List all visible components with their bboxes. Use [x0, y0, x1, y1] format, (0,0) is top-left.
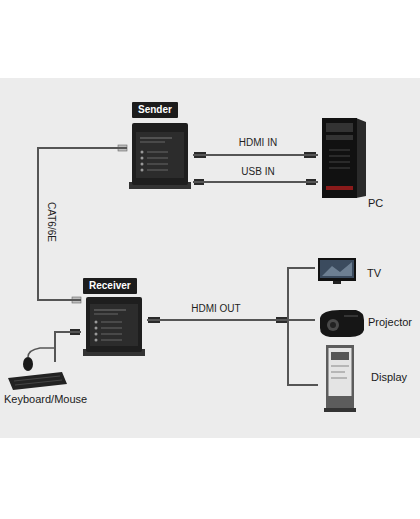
mouse-cable [28, 348, 55, 357]
kiosk-content [331, 366, 349, 367]
display-kiosk [324, 345, 356, 412]
usb-cable [55, 332, 81, 362]
vent-line [329, 150, 350, 151]
device-print [101, 322, 122, 323]
hdmi-cable [147, 320, 318, 385]
device-print [147, 152, 168, 153]
tower-front [322, 118, 357, 198]
kiosk-content [331, 378, 347, 379]
keyboard [8, 372, 67, 390]
vent-line [329, 168, 350, 169]
device-face [90, 304, 138, 346]
cable-label: HDMI IN [239, 137, 277, 149]
hdmi-cable [147, 268, 315, 320]
projector-vent [344, 316, 358, 317]
unit-tag: Receiver [83, 278, 137, 294]
device-face [136, 132, 184, 178]
projector-body [320, 310, 364, 337]
receiver-unit: Receiver [81, 278, 147, 358]
cable-label: HDMI OUT [191, 303, 240, 315]
device-print [101, 328, 122, 329]
vent-line [329, 156, 350, 157]
tv-picture [322, 262, 352, 276]
kiosk-base [324, 408, 356, 412]
device-print [140, 142, 165, 143]
tv-panel [320, 260, 354, 278]
keyboard-keys [15, 380, 62, 385]
status-led [95, 327, 98, 330]
tv-stand [333, 281, 341, 284]
background-panel [0, 78, 420, 438]
receiver-device [83, 297, 145, 356]
sender-unit: Sender [127, 102, 193, 191]
unit-tag: Sender [132, 102, 178, 118]
cable-label: USB IN [241, 166, 274, 178]
keyboard-node: Keyboard/Mouse [4, 362, 99, 409]
device-label: Display [371, 371, 407, 384]
status-led [95, 339, 98, 342]
tv-frame [318, 258, 356, 281]
tv-node: TV [315, 255, 385, 285]
device-label: TV [367, 267, 381, 280]
status-led [141, 157, 144, 160]
projector-lens [327, 319, 339, 331]
device-print [147, 164, 168, 165]
cable-label: CAT6/6E [45, 202, 57, 242]
pc-tower [322, 118, 366, 198]
tower-side [356, 118, 366, 198]
device-label: Keyboard/Mouse [4, 393, 87, 406]
status-led [141, 163, 144, 166]
device-print [147, 170, 168, 171]
device-print [94, 310, 126, 311]
device-body [132, 123, 188, 185]
projector-node: Projector [315, 305, 415, 338]
status-led [141, 151, 144, 154]
device-label: Projector [368, 316, 412, 329]
drive-bay [326, 135, 353, 140]
tower-accent [326, 186, 353, 190]
device-print [94, 314, 118, 315]
kiosk-content [331, 372, 345, 373]
device-print [101, 340, 122, 341]
device-body [86, 297, 142, 352]
keyboard-mouse [8, 348, 67, 390]
display-node: Display [318, 342, 410, 414]
status-led [141, 169, 144, 172]
drive-bay [326, 123, 353, 132]
kiosk-content [331, 352, 349, 360]
projector-lens [330, 322, 336, 328]
device-print [140, 138, 172, 139]
usb-cable [193, 181, 318, 183]
kiosk-screen [329, 348, 352, 396]
device-print [101, 334, 122, 335]
device-print [147, 158, 168, 159]
hdmi-cable [193, 154, 318, 156]
device-label: PC [368, 197, 383, 210]
vent-line [329, 162, 350, 163]
kiosk-frame [326, 345, 354, 409]
status-led [95, 321, 98, 324]
sender-device [129, 123, 191, 189]
mouse [23, 357, 33, 371]
tv-screen [318, 258, 356, 284]
keyboard-keys [14, 376, 60, 381]
projector [320, 310, 364, 337]
cable-plugs [70, 145, 316, 335]
pc-node: PC [318, 115, 388, 213]
status-led [95, 333, 98, 336]
